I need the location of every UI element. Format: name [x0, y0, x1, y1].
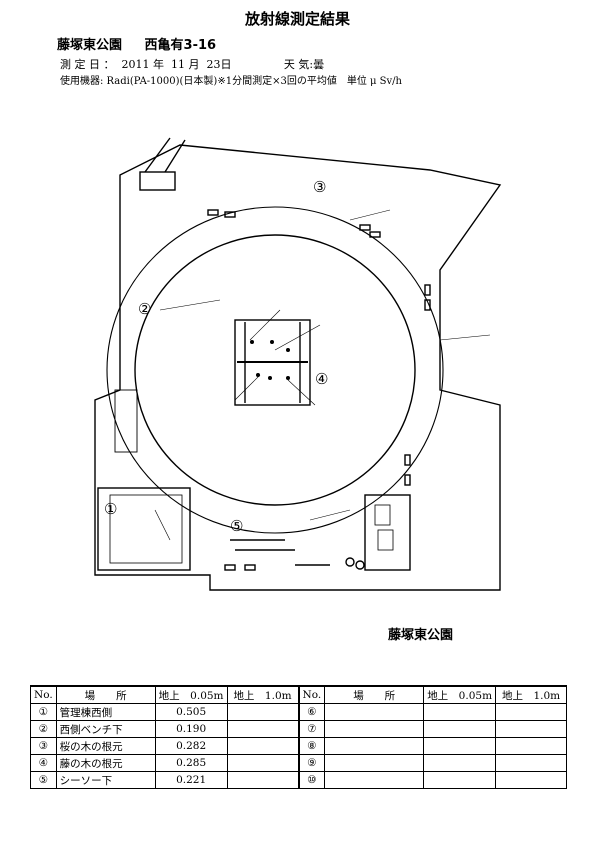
center-court	[234, 319, 311, 406]
row-value-005: 0.282	[154, 737, 228, 755]
row-value-005: 0.505	[154, 703, 228, 721]
row-value-005	[423, 720, 497, 738]
header-no-right: No.	[297, 685, 326, 704]
map-label: 藤塚東公園	[388, 628, 454, 643]
park-map: ① ② ③ ④ ⑤	[94, 137, 502, 591]
table-row: ④ 藤の木の根元 0.285 ⑨	[30, 754, 568, 772]
header-10: 地上 1.0m	[226, 685, 300, 704]
marker-5: ⑤	[230, 517, 243, 535]
table-row: ① 管理棟西側 0.505 ⑥	[30, 703, 568, 721]
row-no: ④	[30, 754, 57, 772]
row-place	[324, 703, 425, 721]
header-place: 場 所	[55, 685, 156, 704]
park-boundary	[94, 144, 502, 591]
date-label: 測 定 日 ：	[60, 58, 115, 71]
marker-3: ③	[313, 178, 326, 196]
row-place	[324, 754, 425, 772]
page-title: 放射線測定結果	[244, 10, 350, 28]
row-value-005	[423, 703, 497, 721]
row-place: 藤の木の根元	[55, 754, 156, 772]
building	[97, 487, 191, 571]
row-no: ①	[30, 703, 57, 721]
row-value-005: 0.285	[154, 754, 228, 772]
results-table: No. 場 所 地上 0.05m 地上 1.0m No. 場 所 地上 0.05…	[30, 685, 568, 789]
marker-2: ②	[138, 300, 151, 318]
table-row: ③ 桜の木の根元 0.282 ⑧	[30, 737, 568, 755]
row-value-10	[495, 737, 568, 755]
table-header-row: No. 場 所 地上 0.05m 地上 1.0m No. 場 所 地上 0.05…	[30, 685, 568, 704]
row-no: ③	[30, 737, 57, 755]
equipment-area	[364, 494, 411, 571]
park-address: 西亀有3-16	[144, 38, 217, 53]
row-no: ⑨	[297, 754, 326, 772]
row-value-005	[423, 771, 497, 789]
table-row: ⑤ シーソー下 0.221 ⑩	[30, 771, 568, 789]
header-place-right: 場 所	[324, 685, 425, 704]
header-005-right: 地上 0.05m	[423, 685, 497, 704]
row-value-10	[495, 703, 568, 721]
row-value-10	[495, 720, 568, 738]
path-ring	[106, 206, 444, 534]
row-no: ⑩	[297, 771, 326, 789]
park-name: 藤塚東公園	[57, 38, 123, 53]
marker-1: ①	[104, 500, 117, 518]
header-no: No.	[30, 685, 57, 704]
row-place	[324, 737, 425, 755]
row-value-005: 0.221	[154, 771, 228, 789]
row-place	[324, 720, 425, 738]
row-no: ⑧	[297, 737, 326, 755]
row-place: シーソー下	[55, 771, 156, 789]
row-value-10	[495, 754, 568, 772]
row-value-005: 0.190	[154, 720, 228, 738]
marker-4: ④	[315, 370, 328, 388]
weather-value: 曇	[313, 58, 325, 71]
header-005: 地上 0.05m	[154, 685, 228, 704]
park-heading: 藤塚東公園 西亀有3-16	[57, 34, 234, 53]
row-value-10	[226, 720, 300, 738]
row-no: ⑤	[30, 771, 57, 789]
row-place	[324, 771, 425, 789]
device-line: 使用機器: Radi(PA-1000)(日本製)※1分間測定×3回の平均値 単位…	[60, 76, 402, 87]
row-place: 西側ベンチ下	[55, 720, 156, 738]
row-no: ⑦	[297, 720, 326, 738]
row-place: 桜の木の根元	[55, 737, 156, 755]
row-value-10	[226, 771, 300, 789]
table-row: ② 西側ベンチ下 0.190 ⑦	[30, 720, 568, 738]
date-line: 測 定 日 ： 2011 年 11 月 23日 天 気:曇	[60, 56, 324, 72]
row-value-10	[226, 737, 300, 755]
row-value-10	[495, 771, 568, 789]
row-value-005	[423, 737, 497, 755]
row-value-005	[423, 754, 497, 772]
row-no: ②	[30, 720, 57, 738]
row-value-10	[226, 754, 300, 772]
row-place: 管理棟西側	[55, 703, 156, 721]
header-10-right: 地上 1.0m	[495, 685, 568, 704]
gate	[139, 171, 176, 191]
date-value: 2011 年 11 月 23日	[121, 58, 232, 71]
ground-circle	[134, 234, 416, 506]
row-value-10	[226, 703, 300, 721]
weather-label: 天 気:	[283, 58, 314, 71]
row-no: ⑥	[297, 703, 326, 721]
